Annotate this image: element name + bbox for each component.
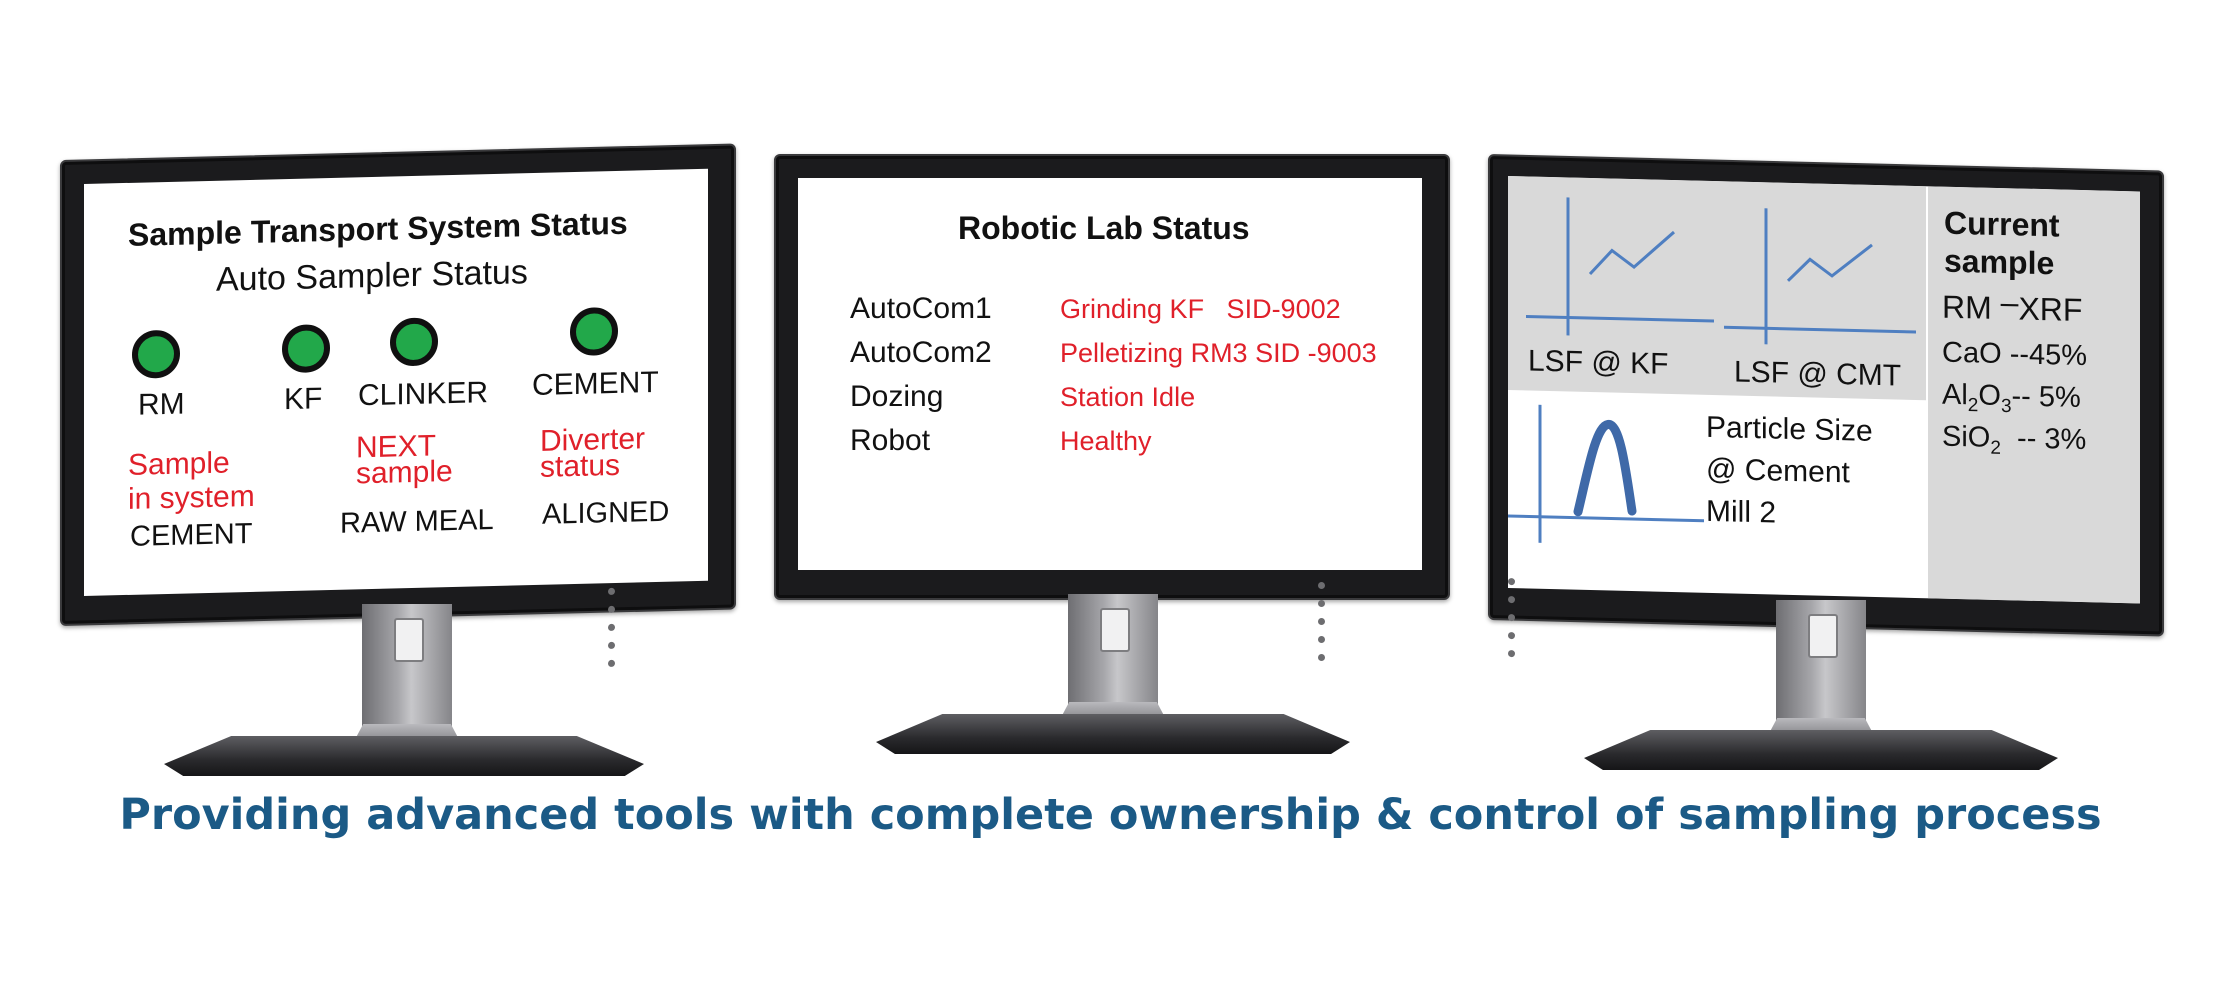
- monitor-control-buttons: [1500, 572, 1515, 658]
- composition-element: CaO: [1942, 336, 2002, 371]
- lab-row-name: AutoCom1: [850, 292, 992, 325]
- status-led-cement: [570, 306, 618, 357]
- sample-in-system-heading-2: in system: [128, 479, 255, 516]
- auto-sampler-subtitle: Auto Sampler Status: [216, 253, 528, 299]
- robotic-lab-title: Robotic Lab Status: [958, 210, 1250, 246]
- lsf-cmt-chart: [1724, 208, 1916, 345]
- monitor-stand-base: [1584, 730, 2058, 770]
- current-sample-title-2: sample: [1944, 242, 2055, 282]
- next-sample-heading-2: sample: [356, 454, 453, 491]
- composition-subscript: 3: [2000, 395, 2012, 418]
- lab-row-name: AutoCom2: [850, 336, 992, 369]
- indicator-label-clinker: CLINKER: [358, 376, 489, 413]
- composition-value: -- 5%: [2011, 380, 2081, 414]
- lab-row-status: Healthy: [1060, 426, 1152, 456]
- diverter-status-heading-2: status: [540, 448, 621, 484]
- lsf-kf-chart: [1526, 197, 1714, 336]
- chart-trend-line: [1786, 243, 1873, 282]
- lab-row-name: Robot: [850, 424, 931, 457]
- indicator-label-rm: RM: [138, 387, 185, 422]
- lab-row-name: Dozing: [850, 380, 944, 413]
- status-led-rm: [132, 329, 180, 379]
- lab-row-status: Station Idle: [1060, 382, 1196, 412]
- chart-x-axis: [1526, 314, 1714, 323]
- current-sample-type: RM: [1942, 288, 1992, 326]
- lab-row-status: Pelletizing RM3 SID -9003: [1060, 338, 1377, 368]
- lab-row-status: Grinding KF SID-9002: [1060, 294, 1341, 324]
- lsf-kf-label: LSF @ KF: [1528, 344, 1669, 381]
- lsf-cmt-label: LSF @ CMT: [1734, 355, 1902, 393]
- particle-size-chart: [1508, 404, 1704, 543]
- indicator-label-kf: KF: [284, 382, 323, 417]
- composition-value: --45%: [2001, 338, 2088, 373]
- sample-in-system-value: CEMENT: [130, 517, 253, 553]
- monitor-stand-base: [876, 714, 1350, 754]
- diverter-status-value: ALIGNED: [542, 495, 670, 531]
- current-sample-title-1: Current: [1944, 204, 2060, 244]
- next-sample-value: RAW MEAL: [340, 503, 494, 540]
- transport-title: Sample Transport System Status: [128, 204, 628, 253]
- status-led-kf: [282, 323, 330, 374]
- composition-subscript: 2: [1990, 437, 2001, 459]
- status-led-clinker: [390, 317, 438, 367]
- sample-in-system-heading-1: Sample: [128, 446, 230, 482]
- composition-element: O: [1978, 379, 2001, 413]
- monitor-stand-base: [164, 736, 644, 776]
- page-caption: Providing advanced tools with complete o…: [119, 790, 2102, 840]
- composition-row-cao: CaO --45%: [1942, 336, 2088, 373]
- current-sample-dash: –: [2000, 284, 2019, 321]
- analysis-screen: LSF @ KF LSF @ CMT Particle Size @ Cemen…: [1508, 176, 2140, 604]
- composition-row-al2o3: Al2O3-- 5%: [1942, 378, 2081, 418]
- chart-x-axis: [1508, 514, 1704, 523]
- composition-element: Al: [1942, 378, 1968, 412]
- chart-x-axis: [1724, 325, 1916, 334]
- composition-element: SiO: [1942, 420, 1991, 454]
- composition-value: -- 3%: [2000, 422, 2087, 457]
- particle-size-line-1: Particle Size: [1706, 410, 1873, 448]
- monitor-stand-neck: [1068, 594, 1158, 720]
- composition-subscript: 2: [1967, 395, 1979, 417]
- particle-size-line-3: Mill 2: [1706, 494, 1777, 530]
- particle-size-line-2: @ Cement: [1706, 452, 1850, 490]
- current-sample-type-row: RM –XRF: [1942, 284, 2083, 329]
- monitor-control-buttons: [600, 582, 615, 667]
- indicator-label-cement: CEMENT: [532, 365, 659, 403]
- chart-distribution-curve: [1573, 419, 1637, 517]
- robotic-lab-screen: Robotic Lab Status AutoCom1 Grinding KF …: [798, 178, 1422, 570]
- monitor-control-buttons: [1310, 576, 1325, 661]
- chart-trend-line: [1588, 230, 1676, 276]
- current-sample-method: XRF: [2018, 290, 2083, 329]
- transport-screen: Sample Transport System Status Auto Samp…: [84, 168, 708, 597]
- composition-row-sio2: SiO2 -- 3%: [1942, 420, 2087, 460]
